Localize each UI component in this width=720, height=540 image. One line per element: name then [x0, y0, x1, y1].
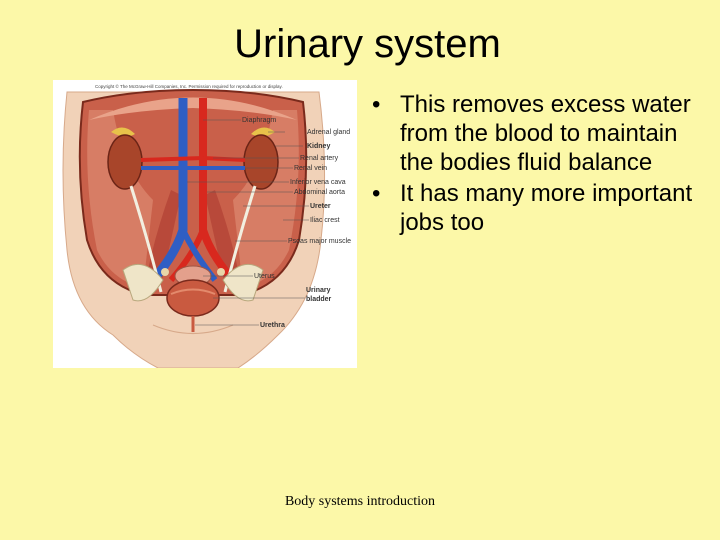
- label-inferior-vena-cava: Inferior vena cava: [290, 179, 346, 186]
- label-diaphragm: Diaphragm: [242, 117, 276, 124]
- label-urethra: Urethra: [260, 322, 285, 329]
- diaphragm: [89, 97, 297, 120]
- label-urinary-bladder-line1: Urinary: [306, 287, 331, 294]
- kidney-left: [107, 134, 143, 190]
- adrenal-gland: [111, 127, 135, 137]
- bullet-item: •This removes excess water from the bloo…: [372, 91, 691, 176]
- label-urinary-bladder-line2: bladder: [306, 296, 332, 303]
- bullet-item: •It has many more important jobs too: [372, 180, 693, 236]
- label-renal-artery: Renal artery: [300, 155, 339, 162]
- label-iliac-crest: Iliac crest: [310, 217, 340, 224]
- kidney-right: [243, 134, 279, 190]
- bullet-list: •This removes excess water from the bloo…: [372, 90, 712, 239]
- urinary-system-illustration: Copyright © The McGraw-Hill Companies, I…: [53, 80, 357, 368]
- label-kidney: Kidney: [307, 143, 330, 150]
- label-adrenal-gland: Adrenal gland: [307, 129, 350, 136]
- label-uterus: Uterus: [254, 273, 275, 280]
- label-renal-vein: Renal vein: [294, 165, 327, 172]
- bullet-dot: •: [372, 91, 381, 118]
- urinary-bladder: [166, 279, 220, 317]
- renal-artery: [140, 156, 204, 162]
- label-psoas-major-muscle: Psoas major muscle: [288, 238, 351, 245]
- bullet-dot: •: [372, 180, 381, 207]
- label-ureter: Ureter: [310, 203, 331, 210]
- label-abdominal-aorta: Abdominal aorta: [294, 189, 345, 196]
- slide-title: Urinary system: [234, 22, 501, 66]
- figure-copyright: Copyright © The McGraw-Hill Companies, I…: [95, 83, 283, 89]
- slide-footer: Body systems introduction: [284, 494, 436, 509]
